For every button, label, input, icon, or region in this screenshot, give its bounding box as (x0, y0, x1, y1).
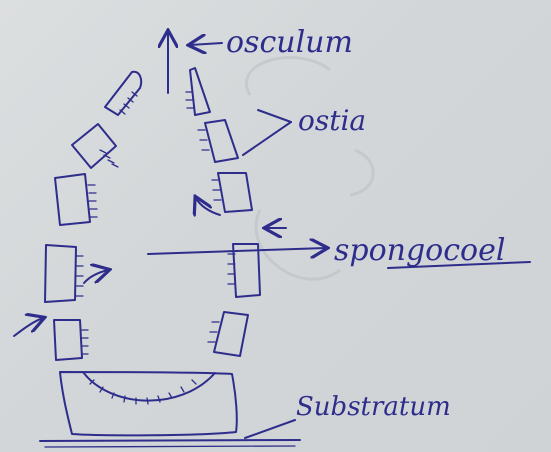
label-spongocoel: spongocoel (334, 233, 505, 268)
substratum-lines (40, 440, 300, 447)
label-osculum: osculum (226, 25, 353, 60)
sponge-base (60, 372, 237, 435)
left-wall (45, 72, 141, 360)
right-wall (186, 68, 260, 356)
water-flow-arrows (14, 32, 326, 336)
label-ostia: ostia (298, 104, 366, 137)
label-substratum: Substratum (296, 392, 451, 422)
